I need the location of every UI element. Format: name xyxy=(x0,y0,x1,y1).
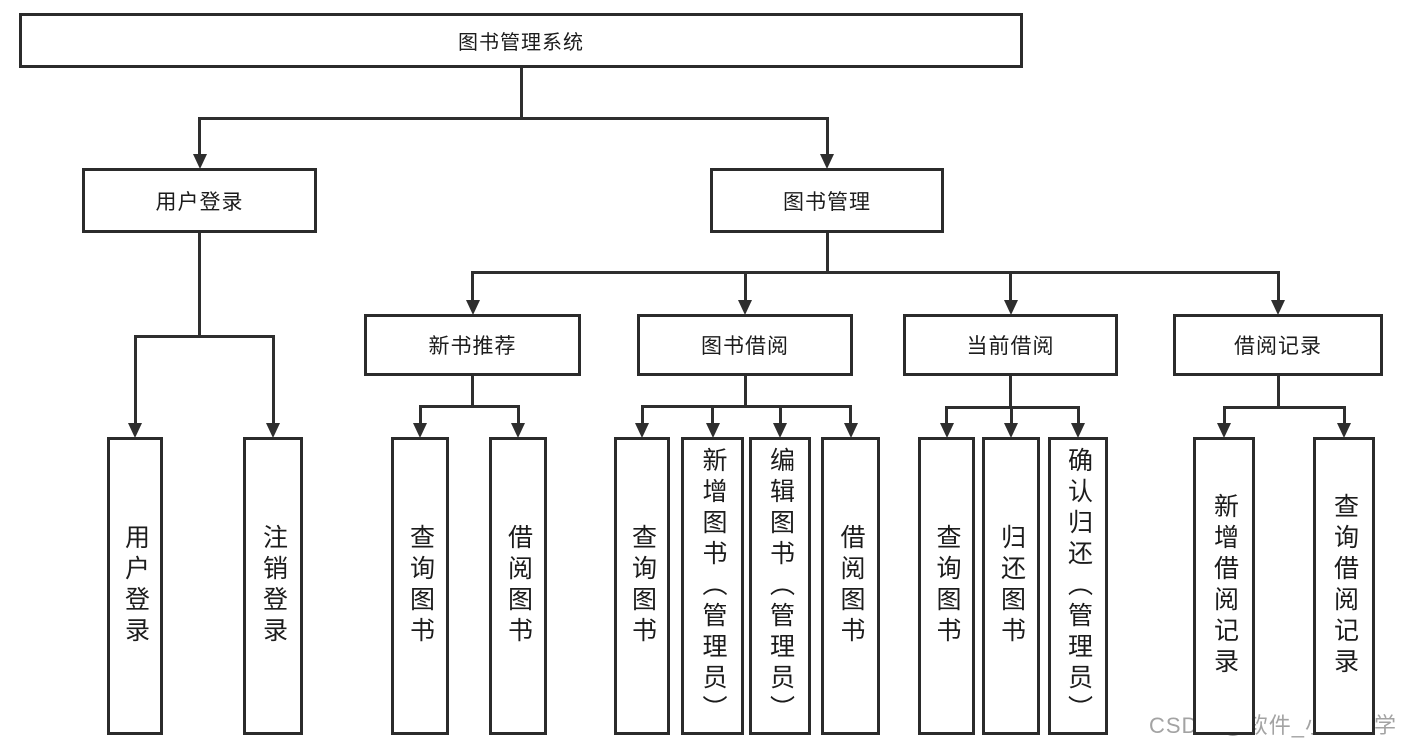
connector-line xyxy=(198,118,201,156)
connector-line xyxy=(133,336,137,425)
node-current-borrow: 当前借阅 xyxy=(903,314,1118,376)
connector-line xyxy=(945,407,948,425)
node-br-add-record: 新增借阅记录 xyxy=(1193,437,1255,735)
node-label-logout: 注销登录 xyxy=(259,524,288,648)
node-bb-query-book: 查询图书 xyxy=(614,437,670,735)
connector-line xyxy=(1222,405,1346,409)
arrow-down-icon xyxy=(738,300,752,315)
connector-line xyxy=(471,270,1280,274)
connector-line xyxy=(1342,407,1346,425)
node-logout: 注销登录 xyxy=(243,437,303,735)
connector-line xyxy=(471,272,474,302)
node-label-bb-borrow-book: 借阅图书 xyxy=(837,524,865,648)
node-label-book-borrow: 图书借阅 xyxy=(701,335,789,358)
node-label-borrow-records: 借阅记录 xyxy=(1234,335,1322,358)
connector-line xyxy=(1009,272,1012,302)
arrow-down-icon xyxy=(266,423,280,438)
connector-line xyxy=(743,376,747,406)
node-nbr-borrow-book: 借阅图书 xyxy=(489,437,547,735)
node-label-cb-query-book: 查询图书 xyxy=(933,524,961,648)
arrow-down-icon xyxy=(705,423,720,438)
node-label-nbr-borrow-book: 借阅图书 xyxy=(504,524,533,648)
node-user-login: 用户登录 xyxy=(107,437,163,735)
node-bb-borrow-book: 借阅图书 xyxy=(821,437,880,735)
connector-line xyxy=(1009,407,1013,425)
connector-line xyxy=(271,336,275,425)
connector-line xyxy=(519,68,523,118)
node-bb-edit-book: 编辑图书（管理员） xyxy=(749,437,811,735)
node-label-book-mgmt: 图书管理 xyxy=(783,190,871,214)
connector-line xyxy=(743,272,747,302)
connector-line xyxy=(1276,272,1280,302)
arrow-down-icon xyxy=(1217,423,1231,438)
node-book-mgmt: 图书管理 xyxy=(710,168,944,233)
connector-line xyxy=(825,118,829,156)
node-label-br-add-record: 新增借阅记录 xyxy=(1210,493,1239,679)
node-new-book-rec: 新书推荐 xyxy=(364,314,581,376)
arrow-down-icon xyxy=(1004,423,1018,438)
node-bb-add-book: 新增图书（管理员） xyxy=(681,437,744,735)
arrow-down-icon xyxy=(1003,300,1018,315)
connector-line xyxy=(849,406,852,425)
arrow-down-icon xyxy=(511,423,525,438)
node-user-login-group: 用户登录 xyxy=(82,168,317,233)
connector-line xyxy=(1009,376,1012,407)
node-label-bb-add-book: 新增图书（管理员） xyxy=(699,446,727,726)
node-borrow-records: 借阅记录 xyxy=(1173,314,1383,376)
arrow-down-icon xyxy=(413,423,427,438)
connector-line xyxy=(516,406,520,425)
node-label-user-login-group: 用户登录 xyxy=(155,190,244,214)
connector-line xyxy=(711,406,714,425)
arrow-down-icon xyxy=(1271,300,1285,315)
node-label-new-book-rec: 新书推荐 xyxy=(428,335,517,358)
node-label-cb-return-book: 归还图书 xyxy=(997,524,1026,648)
connector-line xyxy=(198,116,829,120)
connector-line xyxy=(198,233,201,336)
connector-line xyxy=(1222,407,1226,425)
node-label-bb-query-book: 查询图书 xyxy=(628,524,657,648)
connector-line xyxy=(1276,376,1280,407)
node-label-bb-edit-book: 编辑图书（管理员） xyxy=(766,446,795,726)
node-label-root: 图书管理系统 xyxy=(458,32,584,54)
arrow-down-icon xyxy=(939,423,954,438)
node-cb-return-book: 归还图书 xyxy=(982,437,1040,735)
node-label-current-borrow: 当前借阅 xyxy=(966,335,1055,358)
connector-line xyxy=(825,233,829,272)
connector-line xyxy=(640,406,644,425)
arrow-down-icon xyxy=(465,300,480,315)
connector-line xyxy=(471,376,474,406)
connector-line xyxy=(640,404,852,408)
node-label-nbr-query-book: 查询图书 xyxy=(406,524,435,648)
node-label-br-query-record: 查询借阅记录 xyxy=(1330,493,1359,679)
arrow-down-icon xyxy=(635,423,649,438)
node-label-cb-confirm-return: 确认归还（管理员） xyxy=(1064,446,1093,726)
node-book-borrow: 图书借阅 xyxy=(637,314,853,376)
node-label-user-login: 用户登录 xyxy=(121,524,150,648)
node-nbr-query-book: 查询图书 xyxy=(391,437,449,735)
arrow-down-icon xyxy=(820,154,834,169)
arrow-down-icon xyxy=(773,423,787,438)
connector-line xyxy=(778,406,782,425)
arrow-down-icon xyxy=(1337,423,1351,438)
arrow-down-icon xyxy=(843,423,858,438)
arrow-down-icon xyxy=(1071,423,1085,438)
connector-line xyxy=(418,404,520,408)
arrow-down-icon xyxy=(192,154,207,169)
connector-line xyxy=(418,406,422,425)
node-cb-query-book: 查询图书 xyxy=(918,437,975,735)
connector-line xyxy=(133,334,275,338)
node-br-query-record: 查询借阅记录 xyxy=(1313,437,1375,735)
node-cb-confirm-return: 确认归还（管理员） xyxy=(1048,437,1108,735)
node-root: 图书管理系统 xyxy=(19,13,1023,68)
connector-line xyxy=(1076,407,1080,425)
arrow-down-icon xyxy=(128,423,142,438)
